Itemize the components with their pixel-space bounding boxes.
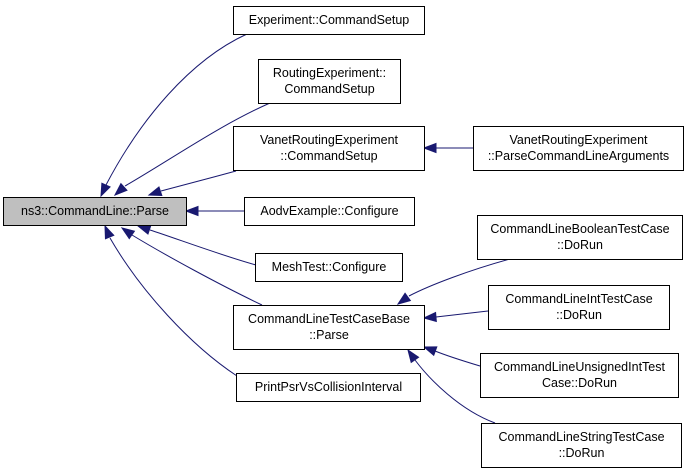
edge-line [408,258,511,297]
node-label-line: CommandSetup [284,82,374,96]
node-label-line: VanetRoutingExperiment [509,133,648,147]
node-label-line: MeshTest::Configure [272,260,387,274]
node-box[interactable] [258,59,401,104]
node-label-line: ::CommandSetup [280,149,377,163]
edge-vparse-to-vexp [422,142,473,154]
node-label-line: AodvExample::Configure [260,204,398,218]
edge-exp-to-root [100,33,248,198]
node-aodv[interactable]: AodvExample::Configure [244,197,415,226]
edge-arrowhead [422,142,437,154]
edge-uint-to-tcb [422,346,481,367]
edge-line [160,170,237,192]
edge-tcb-to-root [120,227,263,306]
node-root[interactable]: ns3::CommandLine::Parse [3,197,187,226]
edge-mesh-to-root [136,224,257,266]
node-label-line: ::DoRun [557,238,603,252]
edge-arrowhead [147,186,163,197]
edge-print-to-root [104,224,238,377]
edge-aodv-to-root [184,205,244,217]
edge-arrowhead [113,182,128,196]
node-int[interactable]: CommandLineIntTestCase::DoRun [488,285,670,330]
node-tcb[interactable]: CommandLineTestCaseBase::Parse [233,305,425,350]
edge-line [131,234,263,306]
edge-line [149,229,257,266]
edge-vexp-to-root [147,170,237,197]
edge-line [105,33,248,186]
node-label-line: ::DoRun [556,308,602,322]
edge-arrowhead [100,182,111,198]
edge-arrowhead [120,227,136,240]
node-label-line: RoutingExperiment:: [273,66,386,80]
node-box[interactable] [481,423,682,468]
node-box[interactable] [244,197,415,226]
node-label-line: CommandLineIntTestCase [505,292,652,306]
edge-arrowhead [184,205,199,217]
node-box[interactable] [488,285,670,330]
node-vexp[interactable]: VanetRoutingExperiment::CommandSetup [233,126,425,171]
node-label-line: CommandLineTestCaseBase [248,312,410,326]
node-exp[interactable]: Experiment::CommandSetup [233,6,425,35]
node-bool[interactable]: CommandLineBooleanTestCase::DoRun [477,215,683,260]
edge-arrowhead [422,311,437,323]
node-label-line: ::DoRun [559,446,605,460]
edge-int-to-tcb [422,310,489,323]
node-box[interactable] [473,126,684,171]
graph-nodes: ns3::CommandLine::Parse Experiment::Comma… [3,6,684,468]
edge-str-to-tcb [407,348,496,424]
node-label-line: Experiment::CommandSetup [249,13,410,27]
edge-arrowhead [407,348,420,364]
graph-edges [100,33,511,424]
node-str[interactable]: CommandLineStringTestCase::DoRun [481,423,682,468]
node-label-line: Case::DoRun [542,376,617,390]
edge-line [434,350,481,367]
node-label-line: CommandLineUnsignedIntTest [494,360,665,374]
node-box[interactable] [233,6,425,35]
edge-arrowhead [422,346,438,357]
edge-line [109,237,238,377]
node-vparse[interactable]: VanetRoutingExperiment::ParseCommandLine… [473,126,684,171]
node-rexp[interactable]: RoutingExperiment::CommandSetup [258,59,401,104]
node-box[interactable] [480,353,679,398]
edge-line [414,359,496,424]
node-box[interactable] [233,126,425,171]
node-label-line: CommandLineStringTestCase [498,430,664,444]
node-label-line: ::ParseCommandLineArguments [488,149,669,163]
root-node-box[interactable] [3,197,187,226]
edge-arrowhead [104,224,115,240]
edge-line [124,102,271,187]
node-print[interactable]: PrintPsrVsCollisionInterval [236,373,421,402]
edge-rexp-to-root [113,102,271,196]
edge-bool-to-tcb [396,258,511,305]
node-label-line: PrintPsrVsCollisionInterval [255,380,402,394]
node-label-line: ns3::CommandLine::Parse [21,204,169,218]
node-label-line: VanetRoutingExperiment [260,133,399,147]
node-box[interactable] [233,305,425,350]
edge-arrowhead [396,292,412,305]
edge-arrowhead [136,224,152,235]
node-label-line: CommandLineBooleanTestCase [490,222,669,236]
node-box[interactable] [255,253,403,282]
node-box[interactable] [477,215,683,260]
node-label-line: ::Parse [309,328,349,342]
node-box[interactable] [236,373,421,402]
edge-line [435,310,489,318]
node-mesh[interactable]: MeshTest::Configure [255,253,403,282]
